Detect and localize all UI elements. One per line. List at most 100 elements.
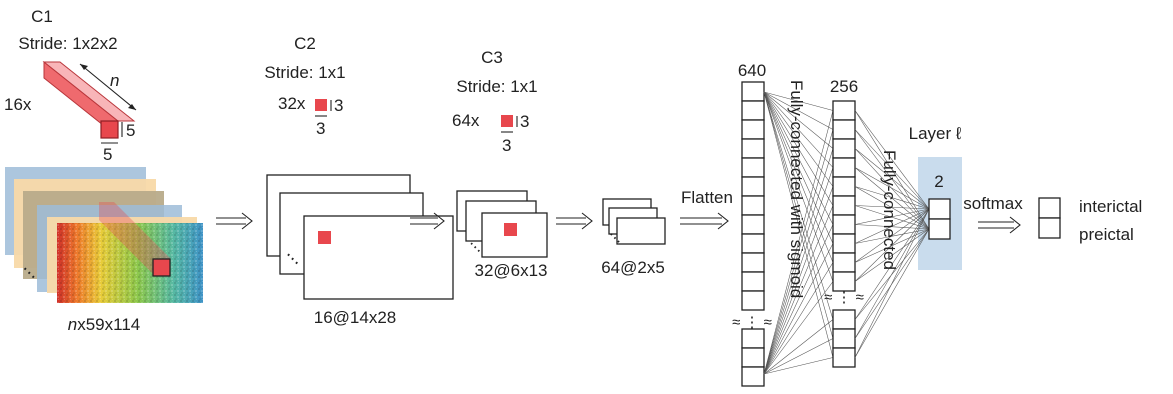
connection-line: [763, 167, 834, 375]
flatten-cell: [741, 176, 765, 197]
c3-kernel-count: 64x: [452, 111, 480, 130]
maps3-front: [616, 217, 666, 245]
flatten-cells: [741, 81, 765, 387]
output-cell-preictal: [1038, 217, 1061, 239]
connection-line: [854, 208, 930, 263]
connection-line: [854, 129, 930, 230]
c2-kernel: [315, 99, 327, 111]
fc1-vector: 256 ≈ ⋮ ≈: [824, 77, 864, 368]
c3-kernel: [501, 115, 513, 127]
connection-line: [763, 224, 834, 375]
class-preictal: preictal: [1079, 225, 1134, 244]
flatten-cell: [741, 366, 765, 387]
connection-line: [854, 167, 930, 230]
connection-line: [763, 148, 834, 375]
fc2-label: Fully-connected: [880, 150, 899, 270]
connection-line: [854, 208, 930, 225]
c2-title: C2: [294, 34, 316, 53]
kernel-projection: [99, 202, 170, 276]
connection-line: [763, 205, 834, 375]
flatten-cell: [741, 100, 765, 121]
layer-cell-2: [928, 218, 951, 240]
class-interictal: interictal: [1079, 197, 1142, 216]
c1-input-size: nx59x114: [68, 315, 140, 334]
c2-kernel-w: 3: [316, 119, 325, 138]
prism-top-face: [42, 61, 136, 122]
flatten-cell: [741, 290, 765, 311]
connection-line: [854, 228, 930, 282]
flatten-cell: [741, 271, 765, 292]
layer-size: 2: [934, 172, 943, 191]
layer-cell-1: [928, 198, 951, 220]
flatten-cell: [741, 81, 765, 102]
fc1-cells: [832, 100, 856, 368]
flatten-cell: [741, 157, 765, 178]
prism-front-face: [100, 120, 119, 139]
connection-line: [763, 338, 834, 375]
connection-line: [763, 91, 834, 339]
c2-stride: Stride: 1x1: [264, 63, 345, 82]
connection-line: [854, 224, 930, 230]
connection-line: [854, 208, 930, 244]
connection-line: [854, 205, 930, 230]
connection-line: [854, 208, 930, 320]
connection-line: [854, 110, 930, 230]
c1-stride: Stride: 1x2x2: [18, 34, 117, 53]
flatten-cell: [741, 233, 765, 254]
flatten-cell: [741, 328, 765, 349]
c1-depth-arrow: [79, 63, 137, 111]
fc1-cell: [832, 309, 856, 330]
c1-kernel-h: 5: [126, 121, 135, 140]
c3-stride: Stride: 1x1: [456, 77, 537, 96]
connection-line: [763, 91, 834, 358]
flatten-cell: [741, 252, 765, 273]
input-heatmap-noise: [57, 223, 203, 303]
c2-output-size: 16@14x28: [314, 308, 397, 327]
connections-flatten-to-fc1: [763, 91, 834, 375]
softmax-label: softmax: [963, 194, 1023, 213]
connection-line: [854, 228, 930, 320]
fc1-cell: [832, 328, 856, 349]
c3-title: C3: [481, 48, 503, 67]
connection-line: [854, 208, 930, 358]
connection-line: [763, 243, 834, 375]
connection-line: [854, 208, 930, 282]
c1-title: C1: [31, 7, 53, 26]
connection-line: [763, 91, 834, 130]
c1-depth-label: n: [110, 71, 119, 90]
connection-line: [763, 281, 834, 375]
fc1-label: Fully-connected with sigmoid: [787, 80, 806, 298]
connection-line: [854, 228, 930, 244]
input-kernel-window: [152, 258, 171, 277]
connection-line: [854, 110, 930, 210]
fc1-cell: [832, 233, 856, 254]
fc1-cell: [832, 252, 856, 273]
c2-kernel-h: 3: [334, 96, 343, 115]
fc1-cell: [832, 214, 856, 235]
c3-kernel-w: 3: [502, 136, 511, 155]
fc1-cell: [832, 119, 856, 140]
fc1-cell: [832, 157, 856, 178]
c3-map-kernel: [504, 223, 517, 236]
c1-input-stack: [5, 167, 203, 303]
fc1-cell: [832, 176, 856, 197]
flatten-cell: [741, 119, 765, 140]
connection-line: [854, 186, 930, 230]
c1-kernel-prism: [42, 60, 136, 139]
flatten-cell: [741, 138, 765, 159]
c1-kernel-w: 5: [103, 145, 112, 164]
c3-output-size: 32@6x13: [474, 261, 547, 280]
connection-line: [763, 357, 834, 375]
connection-line: [763, 91, 834, 111]
fc1-cell: [832, 100, 856, 121]
c2-map-kernel: [318, 231, 331, 244]
connection-line: [763, 91, 834, 149]
connection-line: [854, 148, 930, 210]
layer-l: Layer ℓ 2: [909, 124, 962, 240]
flatten-size: 640: [738, 61, 766, 80]
connection-line: [763, 319, 834, 375]
connection-line: [763, 186, 834, 375]
fc1-cell: [832, 138, 856, 159]
c1-input-n: n: [68, 315, 77, 334]
